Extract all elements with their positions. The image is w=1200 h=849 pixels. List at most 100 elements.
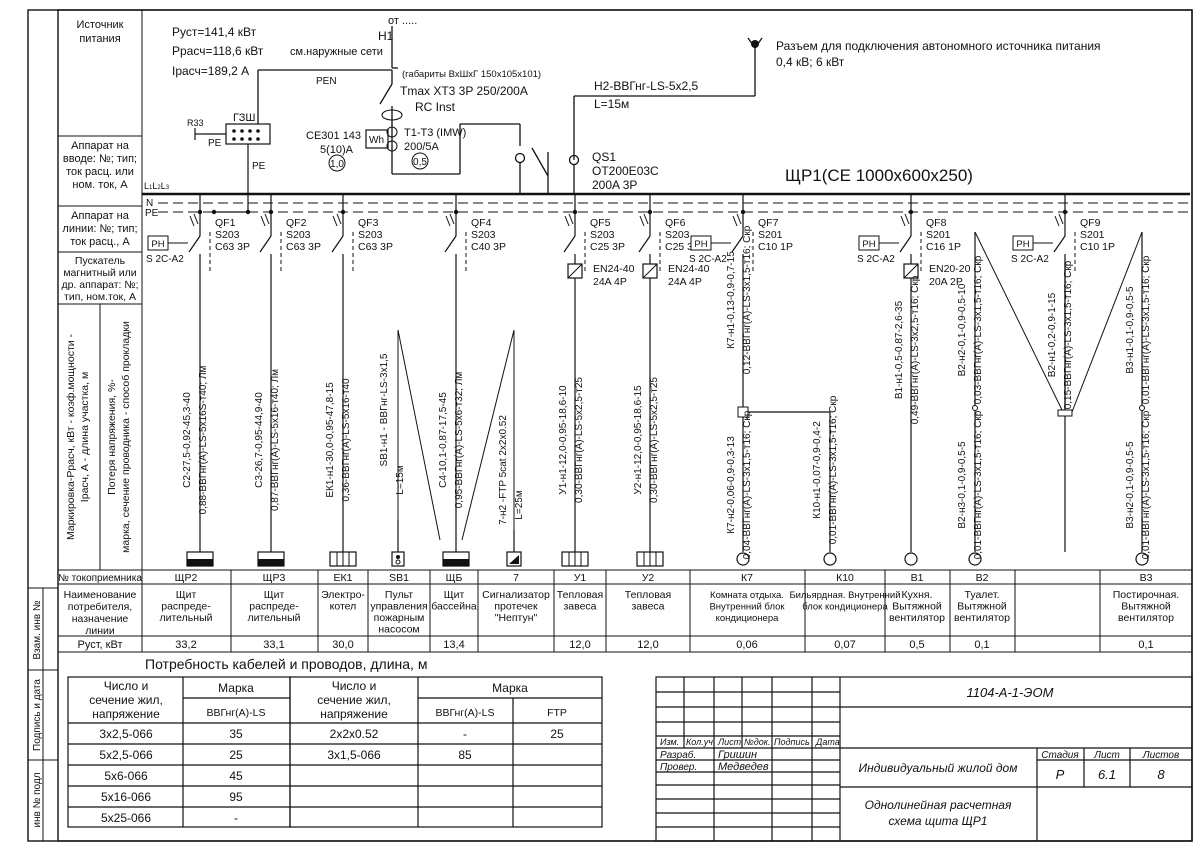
consumer-power: 30,0 bbox=[332, 639, 353, 651]
load-symbol-panel bbox=[186, 551, 214, 567]
t1-section: 5х25-066 bbox=[101, 811, 151, 825]
t1-section: 5х6-066 bbox=[104, 769, 148, 783]
meter-rating: 5(10)А bbox=[320, 144, 354, 156]
cable-label-main: ЕК1-н1-30,0-0,95-47,8-15 bbox=[325, 382, 336, 498]
starter-type: EN20-20 bbox=[929, 263, 971, 275]
breaker-id: QF4 bbox=[471, 217, 492, 229]
stamp-title-2: схема щита ЩР1 bbox=[889, 814, 988, 828]
t1-length: 35 bbox=[229, 727, 243, 741]
fan-icon bbox=[904, 552, 918, 566]
breaker-contact bbox=[899, 235, 912, 253]
consumer-no: ЩБ bbox=[446, 572, 463, 584]
stamp-sheets: 8 bbox=[1157, 767, 1165, 782]
cable-label-type: 0,30-ВВГнг(А)-LS-5х2,5-т25 bbox=[574, 377, 585, 503]
breaker-mark bbox=[336, 213, 342, 225]
relay-type: S 2C-A2 bbox=[857, 254, 895, 265]
consumer-power: 0,06 bbox=[736, 639, 757, 651]
consumer-power: 12,0 bbox=[569, 639, 590, 651]
qs1-type: OT200E03C bbox=[592, 164, 659, 178]
t2-ftp: 25 bbox=[550, 727, 564, 741]
t2-vvg: 85 bbox=[458, 748, 472, 762]
breaker-mark bbox=[193, 213, 199, 225]
t1-length: - bbox=[234, 811, 238, 825]
dims: (габариты ВхШхГ 150х105х101) bbox=[402, 69, 541, 80]
cable-label-type: 0,88-ВВГнг(А)-LS-5х16S-т40; Лм bbox=[198, 365, 209, 514]
consumer-no: В3 bbox=[1140, 572, 1153, 584]
breaker-mark bbox=[1058, 213, 1064, 225]
outer-net: см.наружные сети bbox=[290, 46, 383, 58]
label-marking-left: Маркировка-Ррасч, кВт - коэф.мощности -I… bbox=[65, 333, 91, 540]
load-symbol-heater bbox=[561, 551, 589, 567]
t1-header-brand: Марка bbox=[218, 681, 254, 695]
panel-icon-fill bbox=[443, 559, 469, 566]
breaker-rating: C16 1P bbox=[926, 241, 961, 253]
breaker-rating: C63 3P bbox=[215, 241, 250, 253]
cable-label-main: С4-10,1-0,87-17,5-45 bbox=[438, 392, 449, 488]
consumer-power: 0,5 bbox=[909, 639, 924, 651]
load-symbol-fan bbox=[904, 552, 918, 566]
consumer-no: К10 bbox=[836, 572, 854, 584]
b2-lower-label: В2-н3-0,1-0,9-0,5-5 bbox=[957, 441, 968, 529]
t2-section: 3х1,5-066 bbox=[327, 748, 381, 762]
cable-label-main: В2-н2-0,1-0,9-0,5-10 bbox=[957, 283, 968, 376]
label-power: Руст, кВт bbox=[78, 639, 123, 651]
contactor-diag bbox=[642, 263, 658, 279]
k7-lower-label: К7-н2-0,06-0,9-0,3-13 bbox=[726, 436, 737, 534]
relay-type: S 2C-A2 bbox=[1011, 254, 1049, 265]
stamp-developer: Гришин bbox=[718, 749, 757, 761]
relay-label: PH bbox=[1016, 239, 1029, 250]
breaker-mark bbox=[732, 215, 738, 227]
cable-label-type: 0,01-ВВГнг(А)-LS-3х1,5-т16; Скр bbox=[828, 395, 839, 544]
sensor-mark bbox=[509, 555, 519, 564]
stamp-stage: Р bbox=[1056, 767, 1065, 782]
ftp-link bbox=[461, 329, 515, 541]
r33-label: R33 bbox=[187, 118, 204, 128]
b2-diag bbox=[974, 231, 1064, 413]
cable-label-main: 7-н2 -FTP 5cat 2х2х0.52 bbox=[498, 415, 509, 525]
load-symbol-fan bbox=[968, 552, 982, 566]
breaker-mark bbox=[260, 215, 266, 227]
breaker-id: QF5 bbox=[590, 217, 611, 229]
stamp-col-sign: Подпись bbox=[774, 737, 810, 747]
breaker-contact bbox=[259, 235, 272, 253]
margin-label-sign: Подпись и дата bbox=[32, 679, 43, 751]
stamp-col-date: Дата bbox=[815, 737, 840, 747]
pe-right: PE bbox=[252, 161, 266, 172]
source-from: от ..... bbox=[388, 15, 417, 27]
breaker-mark bbox=[189, 215, 195, 227]
relay-label: PH bbox=[862, 239, 875, 250]
cable-label-main: У2-н1-12,0-0,95-18,6-15 bbox=[633, 385, 644, 495]
t2-section: 2х2х0.52 bbox=[330, 727, 379, 741]
stamp-col-izm: Изм. bbox=[660, 737, 679, 747]
stamp-checker-role: Провер. bbox=[660, 762, 697, 773]
meter-label: СЕ301 143 bbox=[306, 130, 361, 142]
t2-vvg: - bbox=[463, 727, 467, 741]
relay-label: PH bbox=[694, 239, 707, 250]
breaker-rating: C10 1P bbox=[758, 241, 793, 253]
wh-label: Wh bbox=[369, 135, 384, 146]
breaker-id: QF7 bbox=[758, 217, 779, 229]
label-consumer-no: № токоприемника bbox=[58, 573, 142, 584]
cable-label-type: 0,87-ВВГнг(А)-LS-5х16-т40; Лм bbox=[270, 369, 281, 511]
relay-label: PH bbox=[151, 239, 164, 250]
breaker-id: QF3 bbox=[358, 217, 379, 229]
qs1-switch-icon bbox=[514, 147, 580, 194]
cable-table-2-body: 2х2х0.52 - 25 3х1,5-066 85 bbox=[327, 727, 564, 762]
breaker-type: S203 bbox=[590, 229, 615, 241]
cable-label-type: 0,03-ВВГнг(А)-LS-3х1,5-т16; Скр bbox=[973, 255, 984, 404]
qs1-name: QS1 bbox=[592, 150, 616, 164]
consumer-power: 13,4 bbox=[443, 639, 464, 651]
button-dot2 bbox=[395, 559, 401, 565]
breaker-type: S203 bbox=[471, 229, 496, 241]
breaker-mark bbox=[1054, 215, 1060, 227]
consumer-power: 12,0 bbox=[637, 639, 658, 651]
